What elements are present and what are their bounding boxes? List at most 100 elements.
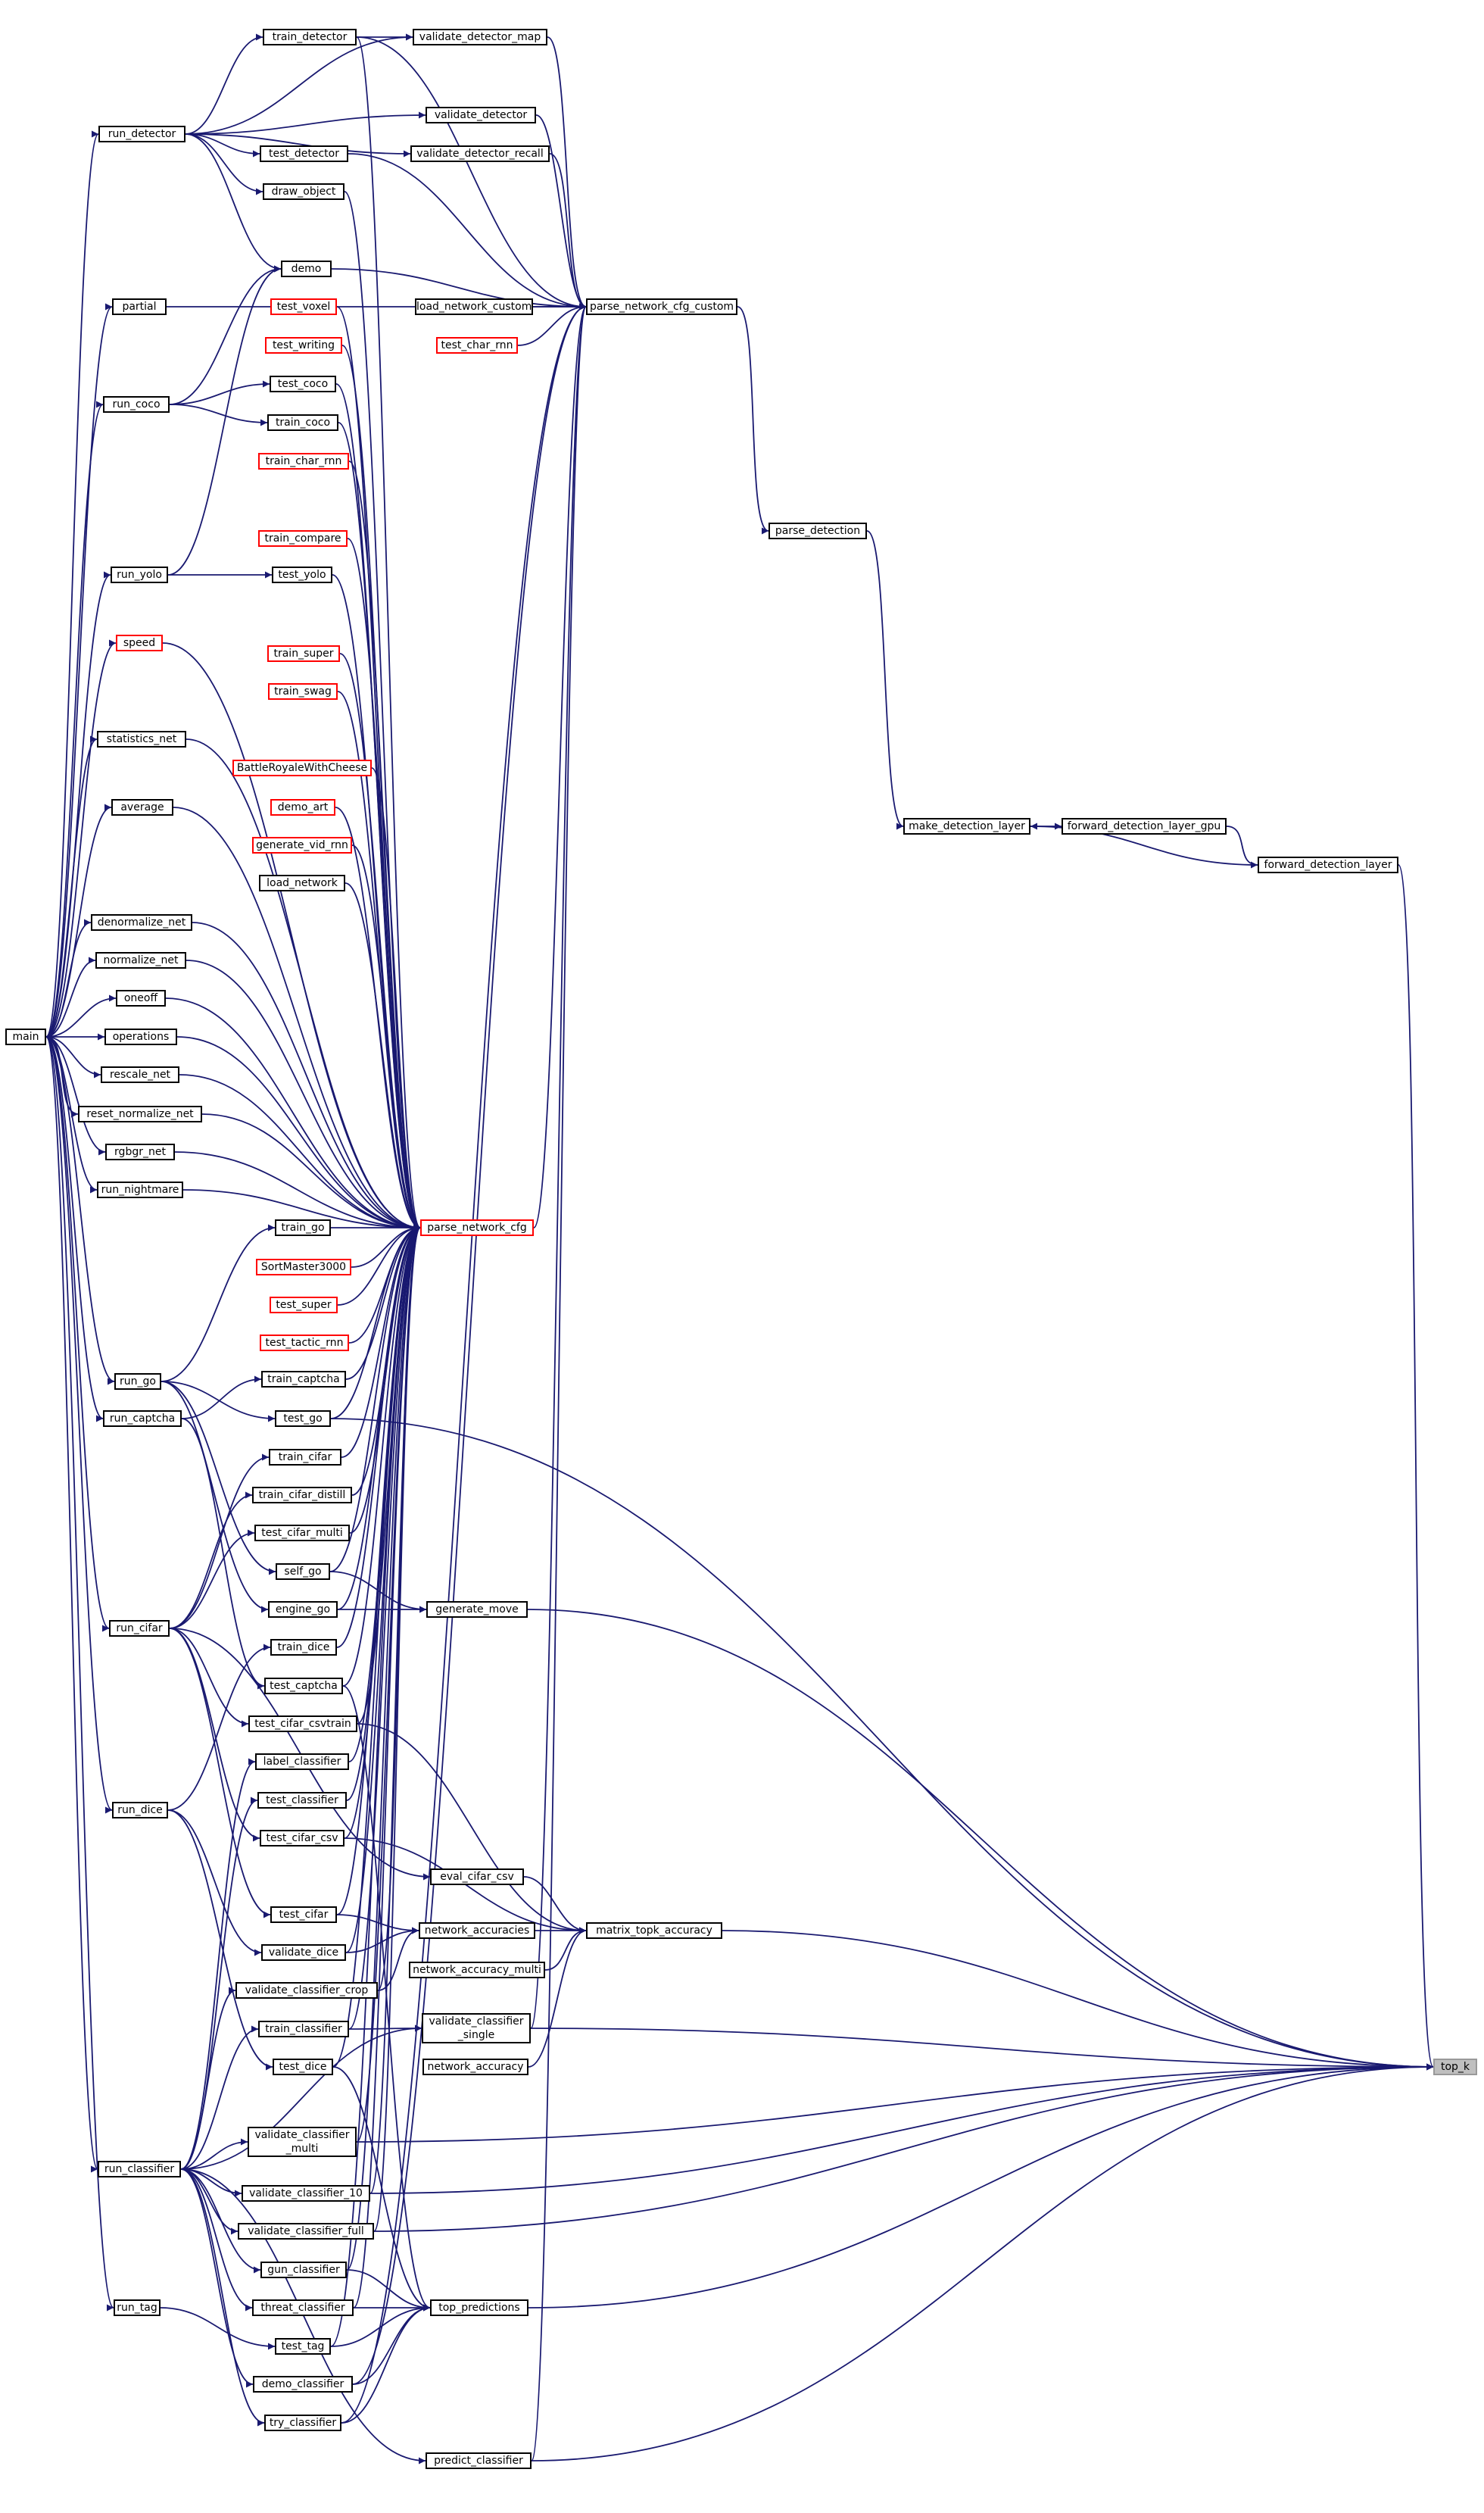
node-predict-classifier[interactable]: predict_classifier [426,2452,532,2469]
node-top-predictions[interactable]: top_predictions [430,2299,528,2316]
node-validate-classifier-crop[interactable]: validate_classifier_crop [235,1982,378,1999]
node-validate-classifier-10[interactable]: validate_classifier_10 [242,2185,370,2202]
node-train-captcha[interactable]: train_captcha [261,1371,346,1388]
node-train-cifar[interactable]: train_cifar [269,1449,341,1466]
edge-average-to-parse_network_cfg [173,807,421,1232]
node-test-dice[interactable]: test_dice [273,2059,333,2075]
node-train-cifar-distill[interactable]: train_cifar_distill [252,1487,352,1503]
edge-run_detector-to-validate_detector_recall [185,133,411,158]
node-network-accuracies[interactable]: network_accuracies [419,1922,535,1939]
node-parse-network-cfg[interactable]: parse_network_cfg [420,1219,534,1236]
node-network-accuracy[interactable]: network_accuracy [422,2059,528,2075]
node-test-captcha[interactable]: test_captcha [264,1678,343,1694]
node-forward-detection-layer-gpu[interactable]: forward_detection_layer_gpu [1062,818,1227,835]
node-label: validate_classifier_full [248,2225,364,2237]
node-rescale-net[interactable]: rescale_net [101,1066,179,1083]
node-draw-object[interactable]: draw_object [263,183,344,200]
node-load-network[interactable]: load_network [259,875,345,891]
node-train-super[interactable]: train_super [267,645,340,662]
node-run-classifier[interactable]: run_classifier [98,2161,181,2177]
node-demo-classifier[interactable]: demo_classifier [253,2376,353,2393]
node-run-tag[interactable]: run_tag [114,2299,161,2316]
node-engine-go[interactable]: engine_go [268,1601,338,1618]
node-parse-network-cfg-custom[interactable]: parse_network_cfg_custom [586,298,737,315]
node-generate-move[interactable]: generate_move [426,1601,528,1618]
node-run-go[interactable]: run_go [114,1373,161,1390]
node-validate-classifier-multi[interactable]: validate_classifier_multi [248,2127,357,2157]
node-denormalize-net[interactable]: denormalize_net [91,914,192,931]
node-threat-classifier[interactable]: threat_classifier [252,2299,354,2316]
node-run-captcha[interactable]: run_captcha [103,1410,182,1427]
node-forward-detection-layer[interactable]: forward_detection_layer [1258,857,1398,873]
node-train-compare[interactable]: train_compare [258,530,348,547]
node-test-cifar-csv[interactable]: test_cifar_csv [260,1830,344,1847]
node-run-dice[interactable]: run_dice [112,1802,168,1818]
edge-train_captcha-to-parse_network_cfg [345,1224,421,1380]
node-validate-classifier-single[interactable]: validate_classifier_single [422,2013,531,2043]
node-test-classifier[interactable]: test_classifier [257,1792,347,1809]
node-network-accuracy-multi[interactable]: network_accuracy_multi [409,1962,545,1978]
node-rgbgr-net[interactable]: rgbgr_net [105,1144,175,1160]
node-test-cifar[interactable]: test_cifar [270,1906,337,1923]
edge-run_tag-to-test_tag [160,2307,276,2350]
node-try-classifier[interactable]: try_classifier [264,2415,341,2431]
node-run-nightmare[interactable]: run_nightmare [97,1182,183,1198]
node-train-go[interactable]: train_go [275,1219,331,1236]
node-label: predict_classifier [434,2455,523,2467]
node-validate-detector[interactable]: validate_detector [426,107,536,123]
node-validate-dice[interactable]: validate_dice [261,1944,346,1961]
edge-train_detector-to-parse_network_cfg [356,36,421,1232]
node-gun-classifier[interactable]: gun_classifier [260,2262,347,2278]
node-test-yolo[interactable]: test_yolo [272,567,332,583]
node-test-voxel[interactable]: test_voxel [270,298,337,315]
node-train-classifier[interactable]: train_classifier [258,2021,349,2037]
node-test-cifar-csvtrain[interactable]: test_cifar_csvtrain [248,1715,357,1732]
node-run-coco[interactable]: run_coco [103,396,170,413]
node-train-char-rnn[interactable]: train_char_rnn [258,453,349,470]
node-test-char-rnn[interactable]: test_char_rnn [436,337,518,354]
node-demo[interactable]: demo [281,261,332,277]
node-train-detector[interactable]: train_detector [263,29,357,45]
node-average[interactable]: average [111,799,173,816]
node-matrix-topk-accuracy[interactable]: matrix_topk_accuracy [586,1922,722,1939]
node-train-dice[interactable]: train_dice [270,1639,337,1656]
node-train-coco[interactable]: train_coco [267,414,338,431]
node-validate-detector-map[interactable]: validate_detector_map [413,29,547,45]
node-reset-normalize-net[interactable]: reset_normalize_net [78,1106,202,1122]
node-label: run_nightmare [101,1184,179,1196]
node-eval-cifar-csv[interactable]: eval_cifar_csv [430,1868,524,1885]
node-validate-detector-recall[interactable]: validate_detector_recall [410,145,550,162]
node-run-cifar[interactable]: run_cifar [109,1620,170,1637]
node-make-detection-layer[interactable]: make_detection_layer [903,818,1030,835]
node-self-go[interactable]: self_go [276,1563,330,1580]
node-statistics-net[interactable]: statistics_net [97,731,186,748]
node-test-super[interactable]: test_super [270,1297,338,1313]
node-test-go[interactable]: test_go [275,1410,331,1427]
node-validate-classifier-full[interactable]: validate_classifier_full [238,2223,374,2240]
node-normalize-net[interactable]: normalize_net [95,952,186,969]
node-parse-detection[interactable]: parse_detection [768,523,867,539]
node-battleroyalewithcheese[interactable]: BattleRoyaleWithCheese [232,760,372,776]
node-test-writing[interactable]: test_writing [265,337,342,354]
edge-run_classifier-to-gun_classifier [180,2168,261,2274]
node-train-swag[interactable]: train_swag [268,683,338,700]
node-test-tag[interactable]: test_tag [275,2338,331,2355]
node-oneoff[interactable]: oneoff [116,990,166,1007]
node-label-classifier[interactable]: label_classifier [255,1753,349,1770]
node-test-cifar-multi[interactable]: test_cifar_multi [254,1525,350,1541]
node-test-detector[interactable]: test_detector [260,145,348,162]
node-sortmaster3000[interactable]: SortMaster3000 [256,1259,351,1275]
node-run-detector[interactable]: run_detector [98,126,186,142]
node-generate-vid-rnn[interactable]: generate_vid_rnn [252,837,352,854]
node-main[interactable]: main [5,1029,46,1045]
node-run-yolo[interactable]: run_yolo [111,567,168,583]
node-partial[interactable]: partial [112,298,167,315]
node-load-network-custom[interactable]: load_network_custom [415,298,533,315]
edge-validate_classifier_10-to-parse_network_cfg [369,1224,421,2194]
node-operations[interactable]: operations [104,1029,177,1045]
node-test-coco[interactable]: test_coco [270,376,336,392]
node-speed[interactable]: speed [116,635,163,651]
node-test-tactic-rnn[interactable]: test_tactic_rnn [260,1335,349,1351]
node-demo-art[interactable]: demo_art [270,799,335,816]
node-top-k[interactable]: top_k [1433,2059,1477,2075]
